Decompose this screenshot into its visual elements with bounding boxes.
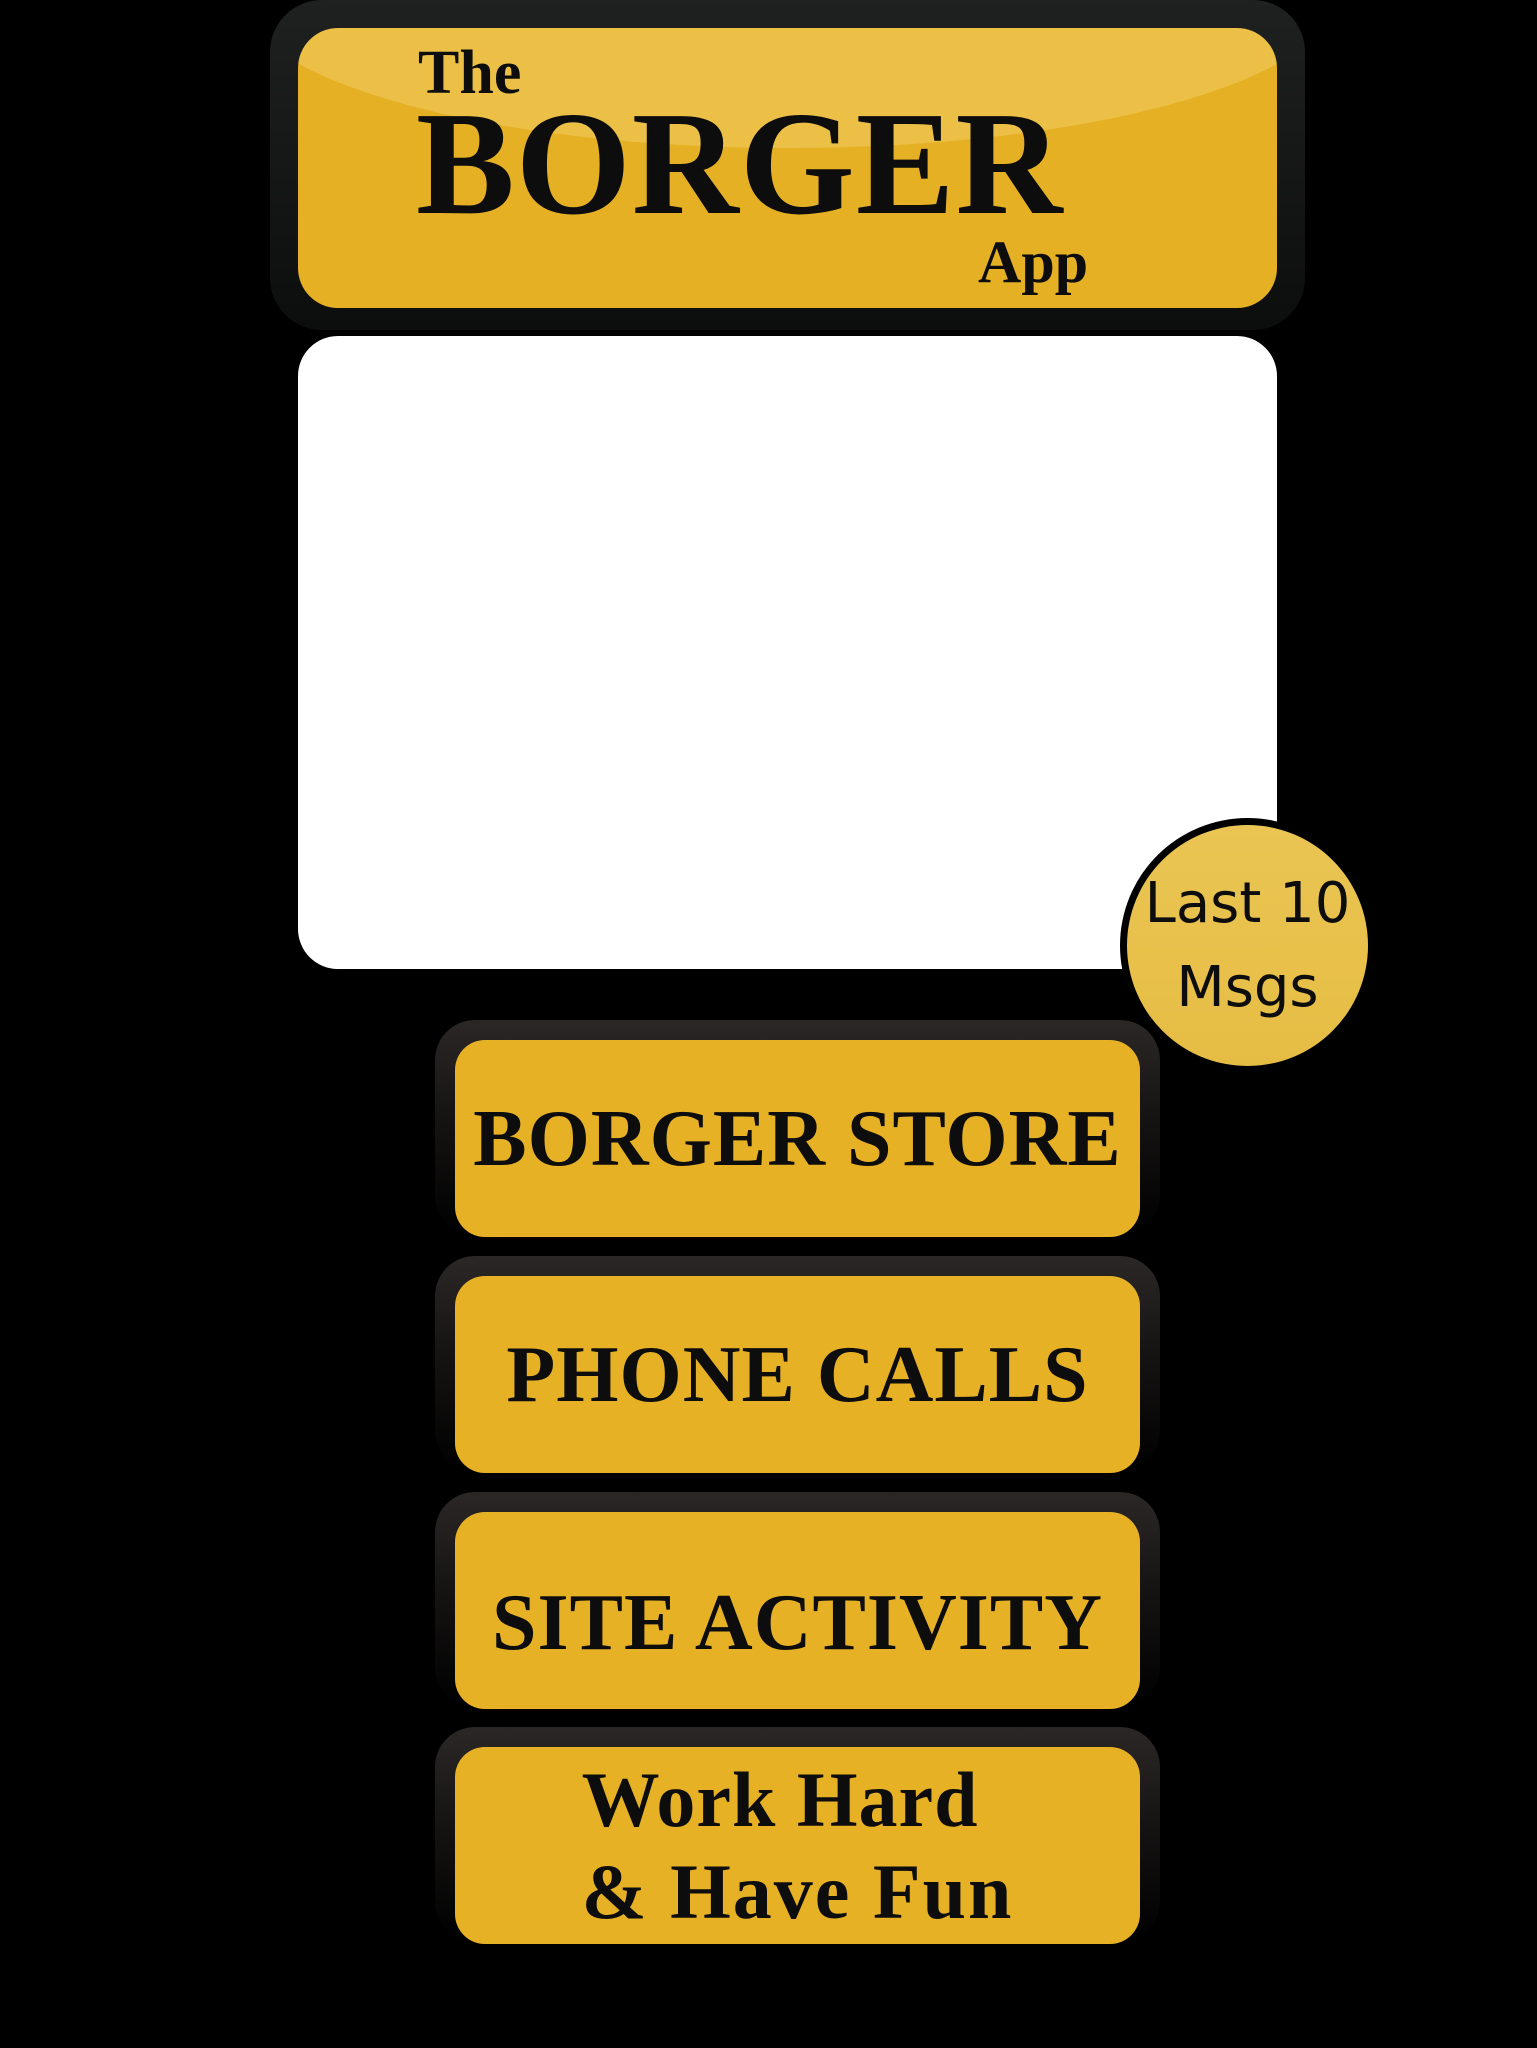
site-activity-button[interactable]: SITE ACTIVITY [455,1512,1140,1709]
phone-calls-button[interactable]: PHONE CALLS [455,1276,1140,1473]
badge-label-line2: Msgs [1176,954,1319,1020]
site-activity-label: SITE ACTIVITY [491,1578,1103,1667]
last-messages-button[interactable]: Last 10 Msgs [1127,825,1368,1066]
borger-store-label: BORGER STORE [473,1094,1122,1183]
work-hard-label: Work Hard & Have Fun [582,1754,1014,1938]
app-title-banner [298,28,1277,308]
last-messages-badge[interactable]: Last 10 Msgs [1120,818,1375,1073]
phone-calls-label: PHONE CALLS [506,1330,1089,1419]
app-title-suffix: App [978,229,1089,295]
work-hard-label-line2: & Have Fun [581,1847,1014,1935]
work-hard-have-fun-button[interactable]: Work Hard & Have Fun [455,1747,1140,1944]
app-title-prefix: The [418,39,522,107]
message-panel [298,336,1277,969]
badge-label-line1: Last 10 [1144,870,1351,936]
borger-store-button[interactable]: BORGER STORE [455,1040,1140,1237]
work-hard-label-line1: Work Hard [581,1755,979,1843]
app-title: BORGER [416,82,1064,246]
